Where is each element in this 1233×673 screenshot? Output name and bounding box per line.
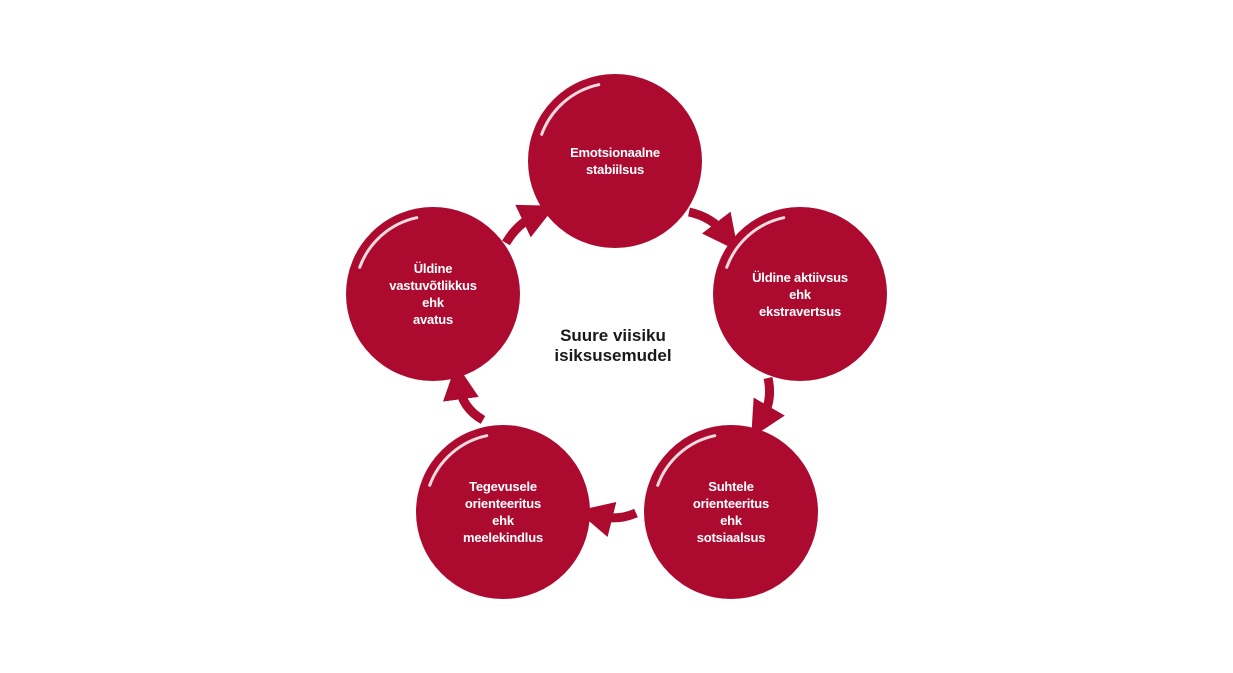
node-conscientiousness (416, 425, 590, 599)
node-openness (346, 207, 520, 381)
node-highlight (725, 216, 786, 269)
node-circle (416, 425, 590, 599)
node-highlight (540, 83, 601, 136)
node-circle (713, 207, 887, 381)
node-sociability (644, 425, 818, 599)
cycle-arrow-1 (687, 207, 739, 252)
cycle-arrow-3 (577, 502, 638, 537)
node-highlight (358, 216, 419, 269)
cycle-arrow-4 (443, 363, 486, 424)
node-extraversion (713, 207, 887, 381)
node-emotional-stability (528, 74, 702, 248)
node-circle (644, 425, 818, 599)
node-highlight (656, 434, 717, 487)
cycle-arrow-2 (751, 377, 785, 438)
cycle-arrow-5 (502, 204, 556, 246)
node-circle (346, 207, 520, 381)
node-highlight (428, 434, 489, 487)
node-circle (528, 74, 702, 248)
diagram-title: Suure viisiku isiksusemudel (554, 326, 672, 365)
